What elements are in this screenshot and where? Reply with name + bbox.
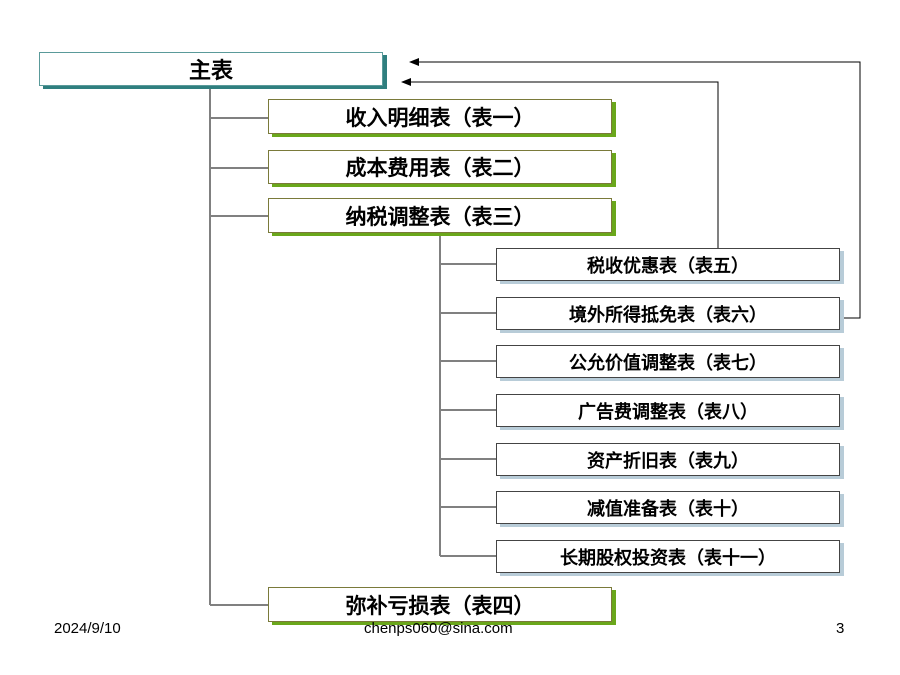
- table-one-box[interactable]: 收入明细表（表一）: [268, 99, 612, 134]
- table-ten-label: 减值准备表（表十）: [587, 498, 749, 520]
- table-eleven-box[interactable]: 长期股权投资表（表十一）: [496, 540, 840, 573]
- footer-email: chenps060@sina.com: [364, 620, 513, 637]
- table-seven-box[interactable]: 公允价值调整表（表七）: [496, 345, 840, 378]
- table-eleven-label: 长期股权投资表（表十一）: [560, 547, 776, 569]
- footer-date: 2024/9/10: [54, 620, 121, 637]
- table-nine-label: 资产折旧表（表九）: [587, 450, 749, 472]
- table-four-box[interactable]: 弥补亏损表（表四）: [268, 587, 612, 622]
- table-seven-label: 公允价值调整表（表七）: [569, 352, 767, 374]
- table-five-box[interactable]: 税收优惠表（表五）: [496, 248, 840, 281]
- table-ten-box[interactable]: 减值准备表（表十）: [496, 491, 840, 524]
- table-eight-label: 广告费调整表（表八）: [578, 401, 758, 423]
- main-table-box[interactable]: 主表: [39, 52, 383, 86]
- table-eight-box[interactable]: 广告费调整表（表八）: [496, 394, 840, 427]
- table-two-label: 成本费用表（表二）: [345, 155, 535, 180]
- table-three-box[interactable]: 纳税调整表（表三）: [268, 198, 612, 233]
- table-six-box[interactable]: 境外所得抵免表（表六）: [496, 297, 840, 330]
- table-two-box[interactable]: 成本费用表（表二）: [268, 150, 612, 184]
- main-table-label: 主表: [188, 58, 233, 84]
- table-one-label: 收入明细表（表一）: [345, 104, 535, 130]
- table-five-label: 税收优惠表（表五）: [587, 255, 749, 277]
- table-four-label: 弥补亏损表（表四）: [345, 592, 535, 618]
- table-six-label: 境外所得抵免表（表六）: [569, 304, 767, 326]
- footer-page-number: 3: [836, 620, 845, 637]
- table-nine-box[interactable]: 资产折旧表（表九）: [496, 443, 840, 476]
- table-three-label: 纳税调整表（表三）: [345, 203, 535, 229]
